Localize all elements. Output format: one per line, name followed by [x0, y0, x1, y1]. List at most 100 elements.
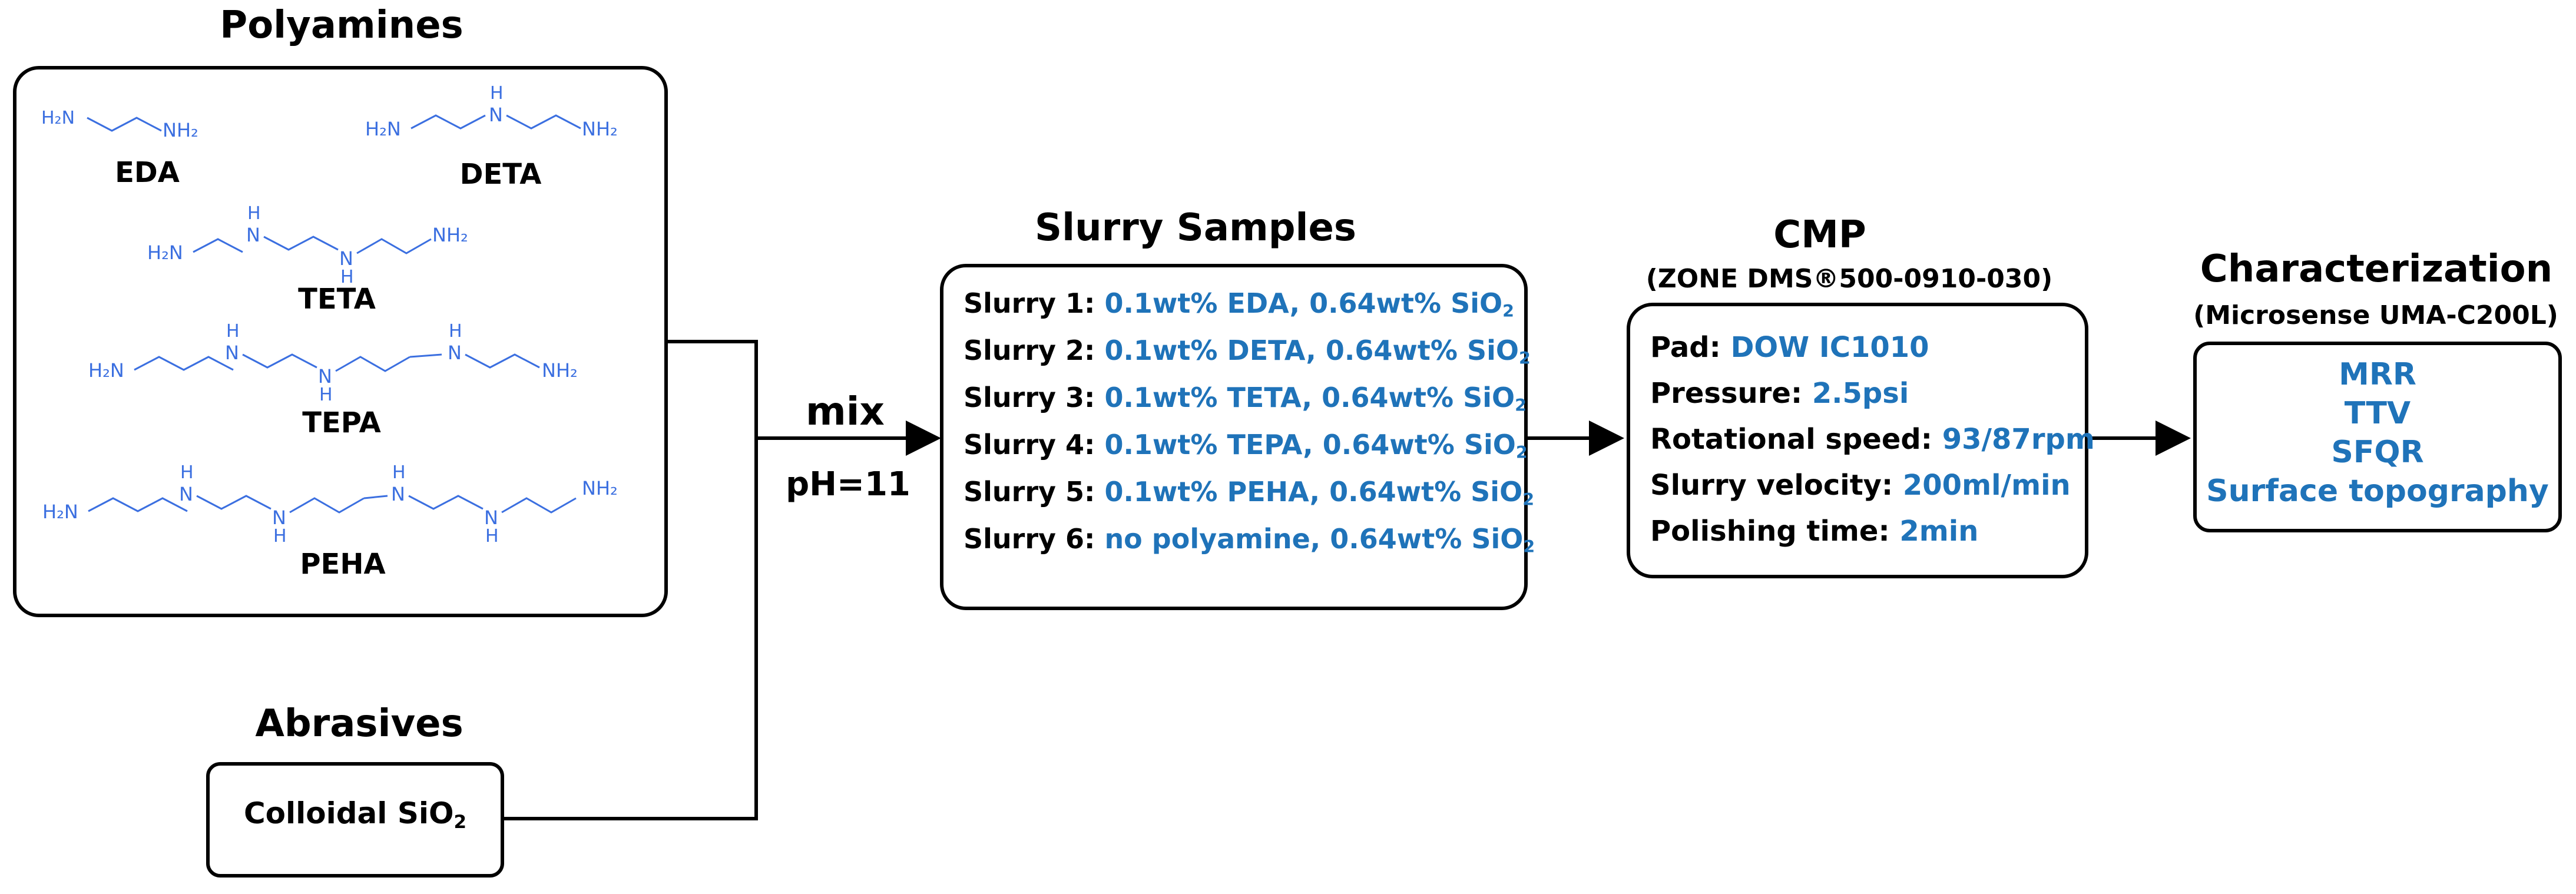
svg-text:H: H	[273, 526, 287, 547]
svg-text:H: H	[340, 267, 354, 283]
svg-text:N: N	[391, 483, 405, 505]
slurry-row-sub: 2	[1518, 349, 1531, 369]
tepa-label: TEPA	[302, 406, 381, 439]
slurry-row-name: Slurry 4:	[963, 429, 1095, 461]
svg-text:NH₂: NH₂	[542, 359, 578, 382]
slurry-row: Slurry 3: 0.1wt% TETA, 0.64wt% SiO2	[963, 382, 1527, 415]
cmp-row-name: Slurry velocity:	[1650, 469, 1893, 502]
svg-text:NH₂: NH₂	[582, 118, 618, 140]
slurry-row-name: Slurry 3:	[963, 382, 1095, 413]
peha-label: PEHA	[300, 548, 386, 581]
slurry-row: Slurry 5: 0.1wt% PEHA, 0.64wt% SiO2	[963, 476, 1534, 509]
characterization-item: TTV	[2344, 396, 2411, 431]
cmp-row-name: Pressure:	[1650, 377, 1803, 410]
polyamines-box	[13, 66, 668, 617]
svg-text:H: H	[247, 203, 261, 224]
cmp-row-value: 200ml/min	[1902, 469, 2071, 502]
cmp-row-name: Pad:	[1650, 331, 1721, 364]
slurry-row-name: Slurry 2:	[963, 335, 1095, 366]
svg-text:H: H	[226, 321, 240, 342]
slurry-title: Slurry Samples	[1035, 206, 1356, 250]
slurry-row-sub: 2	[1515, 443, 1528, 463]
mix-label: mix	[806, 389, 885, 434]
slurry-row: Slurry 6: no polyamine, 0.64wt% SiO2	[963, 523, 1535, 557]
svg-text:N: N	[225, 342, 239, 364]
polyamines-title: Polyamines	[220, 4, 463, 47]
svg-text:NH₂: NH₂	[163, 119, 198, 141]
characterization-item: MRR	[2339, 357, 2416, 392]
svg-text:H: H	[490, 83, 504, 104]
cmp-row-value: 93/87rpm	[1942, 423, 2095, 456]
eda-structure: H₂N NH₂	[41, 108, 198, 141]
slurry-row-desc: 0.1wt% DETA, 0.64wt% SiO	[1104, 335, 1519, 366]
svg-text:N: N	[489, 104, 503, 126]
cmp-row-value: DOW IC1010	[1730, 331, 1929, 364]
cmp-row: Pressure: 2.5psi	[1650, 377, 1909, 410]
polyamines-connector	[502, 340, 758, 820]
svg-text:N: N	[448, 342, 462, 364]
characterization-item: Surface topography	[2206, 474, 2549, 509]
eda-label: EDA	[115, 156, 180, 189]
svg-text:N: N	[339, 247, 353, 270]
abrasives-box	[206, 762, 504, 878]
slurry-row-name: Slurry 6:	[963, 523, 1095, 555]
cmp-box	[1627, 303, 2088, 578]
svg-text:H₂N: H₂N	[42, 501, 78, 523]
slurry-box	[940, 264, 1528, 610]
characterization-title: Characterization	[2200, 247, 2553, 291]
slurry-row-desc: 0.1wt% EDA, 0.64wt% SiO	[1104, 287, 1503, 319]
teta-label: TETA	[298, 283, 376, 316]
slurry-row-desc: 0.1wt% PEHA, 0.64wt% SiO	[1104, 476, 1523, 508]
cmp-row-name: Polishing time:	[1650, 515, 1890, 548]
slurry-row-sub: 2	[1515, 396, 1527, 416]
svg-text:N: N	[179, 483, 193, 505]
svg-text:N: N	[272, 506, 286, 529]
cmp-row-value: 2.5psi	[1812, 377, 1909, 410]
slurry-row: Slurry 2: 0.1wt% DETA, 0.64wt% SiO2	[963, 335, 1531, 368]
svg-text:N: N	[246, 224, 260, 246]
svg-text:NH₂: NH₂	[432, 224, 468, 246]
cmp-row: Polishing time: 2min	[1650, 515, 1978, 548]
cmp-row: Pad: DOW IC1010	[1650, 331, 1929, 364]
ph-label: pH=11	[786, 465, 910, 504]
svg-text:NH₂: NH₂	[582, 477, 618, 499]
svg-text:H₂N: H₂N	[147, 241, 183, 264]
deta-label: DETA	[459, 158, 542, 191]
cmp-row-value: 2min	[1899, 515, 1979, 548]
characterization-item: SFQR	[2331, 435, 2424, 470]
slurry-row-desc: no polyamine, 0.64wt% SiO	[1104, 523, 1524, 555]
cmp-row: Rotational speed: 93/87rpm	[1650, 423, 2095, 456]
characterization-subtitle: (Microsense UMA-C200L)	[2193, 300, 2558, 330]
slurry-row-sub: 2	[1523, 537, 1535, 557]
slurry-row-sub: 2	[1522, 490, 1535, 510]
slurry-row-sub: 2	[1502, 302, 1514, 322]
svg-text:H: H	[319, 385, 333, 400]
svg-text:N: N	[318, 365, 332, 388]
abrasives-label: Colloidal SiO2	[243, 796, 467, 833]
slurry-row-desc: 0.1wt% TETA, 0.64wt% SiO	[1104, 382, 1515, 413]
svg-text:H: H	[180, 462, 194, 483]
slurry-row-name: Slurry 1:	[963, 287, 1095, 319]
slurry-row: Slurry 1: 0.1wt% EDA, 0.64wt% SiO2	[963, 287, 1514, 321]
cmp-row: Slurry velocity: 200ml/min	[1650, 469, 2071, 502]
peha-structure: H₂N H N N H H N N H NH₂	[42, 462, 618, 547]
svg-text:H: H	[392, 462, 406, 483]
svg-text:H₂N: H₂N	[88, 359, 124, 382]
svg-text:H: H	[485, 526, 499, 547]
svg-text:N: N	[484, 506, 498, 529]
svg-text:H₂N: H₂N	[41, 108, 75, 128]
abrasives-title: Abrasives	[255, 702, 463, 746]
slurry-row-desc: 0.1wt% TEPA, 0.64wt% SiO	[1104, 429, 1516, 461]
teta-structure: H₂N H N N H NH₂	[147, 203, 468, 283]
svg-text:H: H	[449, 321, 462, 342]
slurry-row-name: Slurry 5:	[963, 476, 1095, 508]
svg-text:H₂N: H₂N	[365, 118, 401, 140]
characterization-box	[2193, 342, 2562, 532]
cmp-subtitle: (ZONE DMS®500-0910-030)	[1645, 264, 2053, 294]
cmp-title: CMP	[1773, 213, 1866, 257]
cmp-row-name: Rotational speed:	[1650, 423, 1932, 456]
deta-structure: H₂N H N NH₂	[365, 83, 618, 140]
slurry-row: Slurry 4: 0.1wt% TEPA, 0.64wt% SiO2	[963, 429, 1528, 462]
tepa-structure: H₂N H N N H H N NH₂	[88, 321, 578, 400]
